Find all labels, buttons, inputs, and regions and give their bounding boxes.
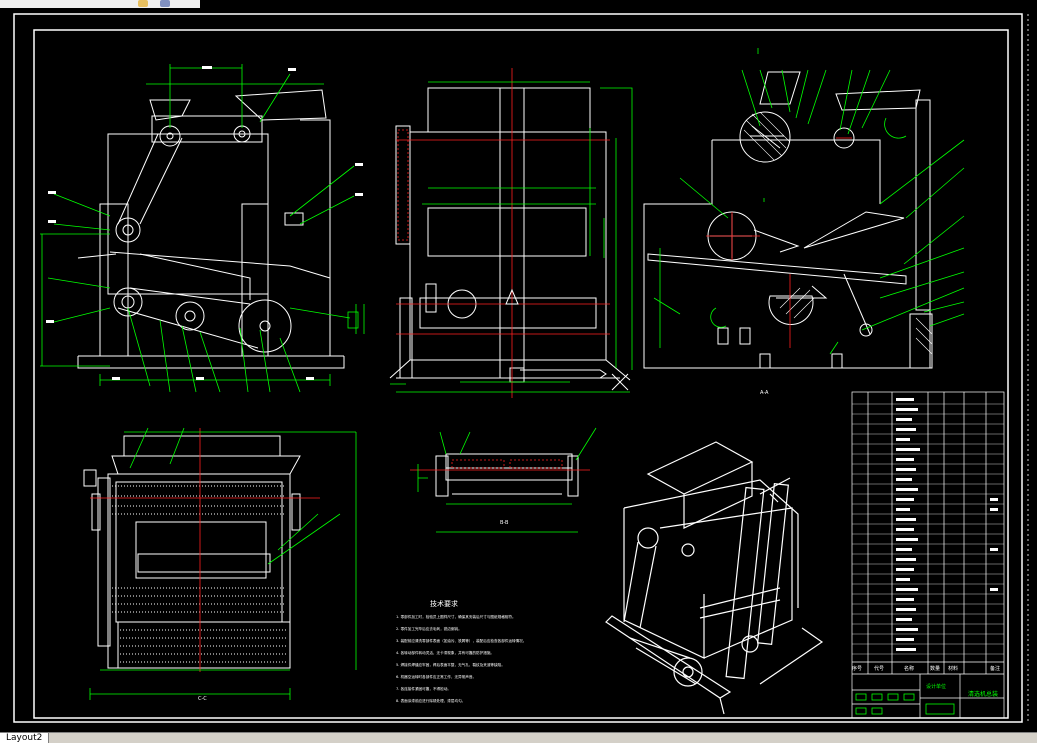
tech-notes-title: 技术要求	[430, 599, 458, 608]
layout-tab[interactable]: Layout2	[0, 733, 50, 743]
inner-frame	[33, 29, 1009, 719]
svg-text:7. 各连接件紧固可靠，不得松动。: 7. 各连接件紧固可靠，不得松动。	[396, 686, 451, 691]
title-col-code: 代号	[874, 665, 884, 672]
front-view-green-dims	[40, 64, 365, 393]
svg-text:3. 装配前应清洗零部件表面（如油污、铁屑等），装配后应检查: 3. 装配前应清洗零部件表面（如油污、铁屑等），装配后应检查各部件运转情况。	[396, 638, 526, 643]
side-view-red-center	[396, 68, 610, 398]
front-elevation-view	[77, 89, 345, 369]
paper-border	[13, 13, 1023, 723]
front-view-callouts	[46, 66, 363, 380]
title-col-name: 名称	[904, 665, 914, 672]
drawing-name: 清选机总装	[968, 690, 998, 698]
section-a-hatching	[743, 111, 933, 355]
drawing-canvas[interactable]: 序号 代号 名称 数量 材料 备注 清选机总装 设计单位 技术要求 1. 零部件…	[0, 8, 1037, 732]
view-label-a: A-A	[760, 390, 769, 396]
title-col-qty: 数量	[930, 665, 940, 672]
isometric-view	[605, 441, 824, 715]
title-block-cells	[855, 693, 955, 715]
detail-view-color	[410, 427, 597, 533]
section-a-green-dims	[653, 48, 965, 355]
parts-list-bars	[896, 398, 998, 651]
title-col-remark: 备注	[990, 665, 1000, 672]
section-a-view	[643, 71, 933, 369]
view-label-c: C-C	[198, 696, 207, 702]
layout-tab-bar: Layout2	[0, 732, 1037, 743]
plan-view-dots	[112, 485, 288, 663]
view-label-b: B-B	[500, 520, 509, 526]
section-arrow-a	[505, 288, 519, 305]
plan-view	[83, 435, 301, 669]
side-elevation-view	[389, 87, 631, 391]
svg-text:5. 焊接件焊缝应牢固，焊后表面平整，无气孔、裂纹及夹渣等缺: 5. 焊接件焊缝应牢固，焊后表面平整，无气孔、裂纹及夹渣等缺陷。	[396, 662, 505, 667]
svg-text:6. 机器空运转时各部件应正常工作，无异常声音。: 6. 机器空运转时各部件应正常工作，无异常声音。	[396, 674, 476, 679]
window-titlebar	[0, 0, 200, 8]
parts-list-rows	[852, 403, 1004, 655]
svg-text:2. 零件加工完毕后应去毛刺，锐边倒钝。: 2. 零件加工完毕后应去毛刺，锐边倒钝。	[396, 626, 462, 631]
svg-text:4. 各转动部件转动灵活，无卡滞现象，并有可靠的防护措施。: 4. 各转动部件转动灵活，无卡滞现象，并有可靠的防护措施。	[396, 650, 494, 655]
title-col-index: 序号	[852, 665, 862, 672]
layer-tool-icon[interactable]	[160, 0, 170, 7]
autocad-tool-icon[interactable]	[138, 0, 148, 7]
svg-text:1. 零部件加工时，检验员上图样尺寸，确保其安装后尺寸与图纸: 1. 零部件加工时，检验员上图样尺寸，确保其安装后尺寸与图纸规格相符。	[396, 614, 516, 619]
svg-text:8. 表面涂漆前应进行除锈处理，漆层均匀。: 8. 表面涂漆前应进行除锈处理，漆层均匀。	[396, 698, 465, 703]
parts-list-table	[851, 391, 1005, 719]
section-a-red	[706, 137, 852, 348]
side-view-green-dims	[390, 81, 633, 393]
detail-view	[435, 453, 579, 497]
title-col-material: 材料	[948, 665, 958, 672]
company-name: 设计单位	[926, 683, 946, 690]
plan-view-color	[89, 427, 357, 700]
tech-notes: 1. 零部件加工时，检验员上图样尺寸，确保其安装后尺寸与图纸规格相符。 2. 零…	[396, 614, 526, 703]
